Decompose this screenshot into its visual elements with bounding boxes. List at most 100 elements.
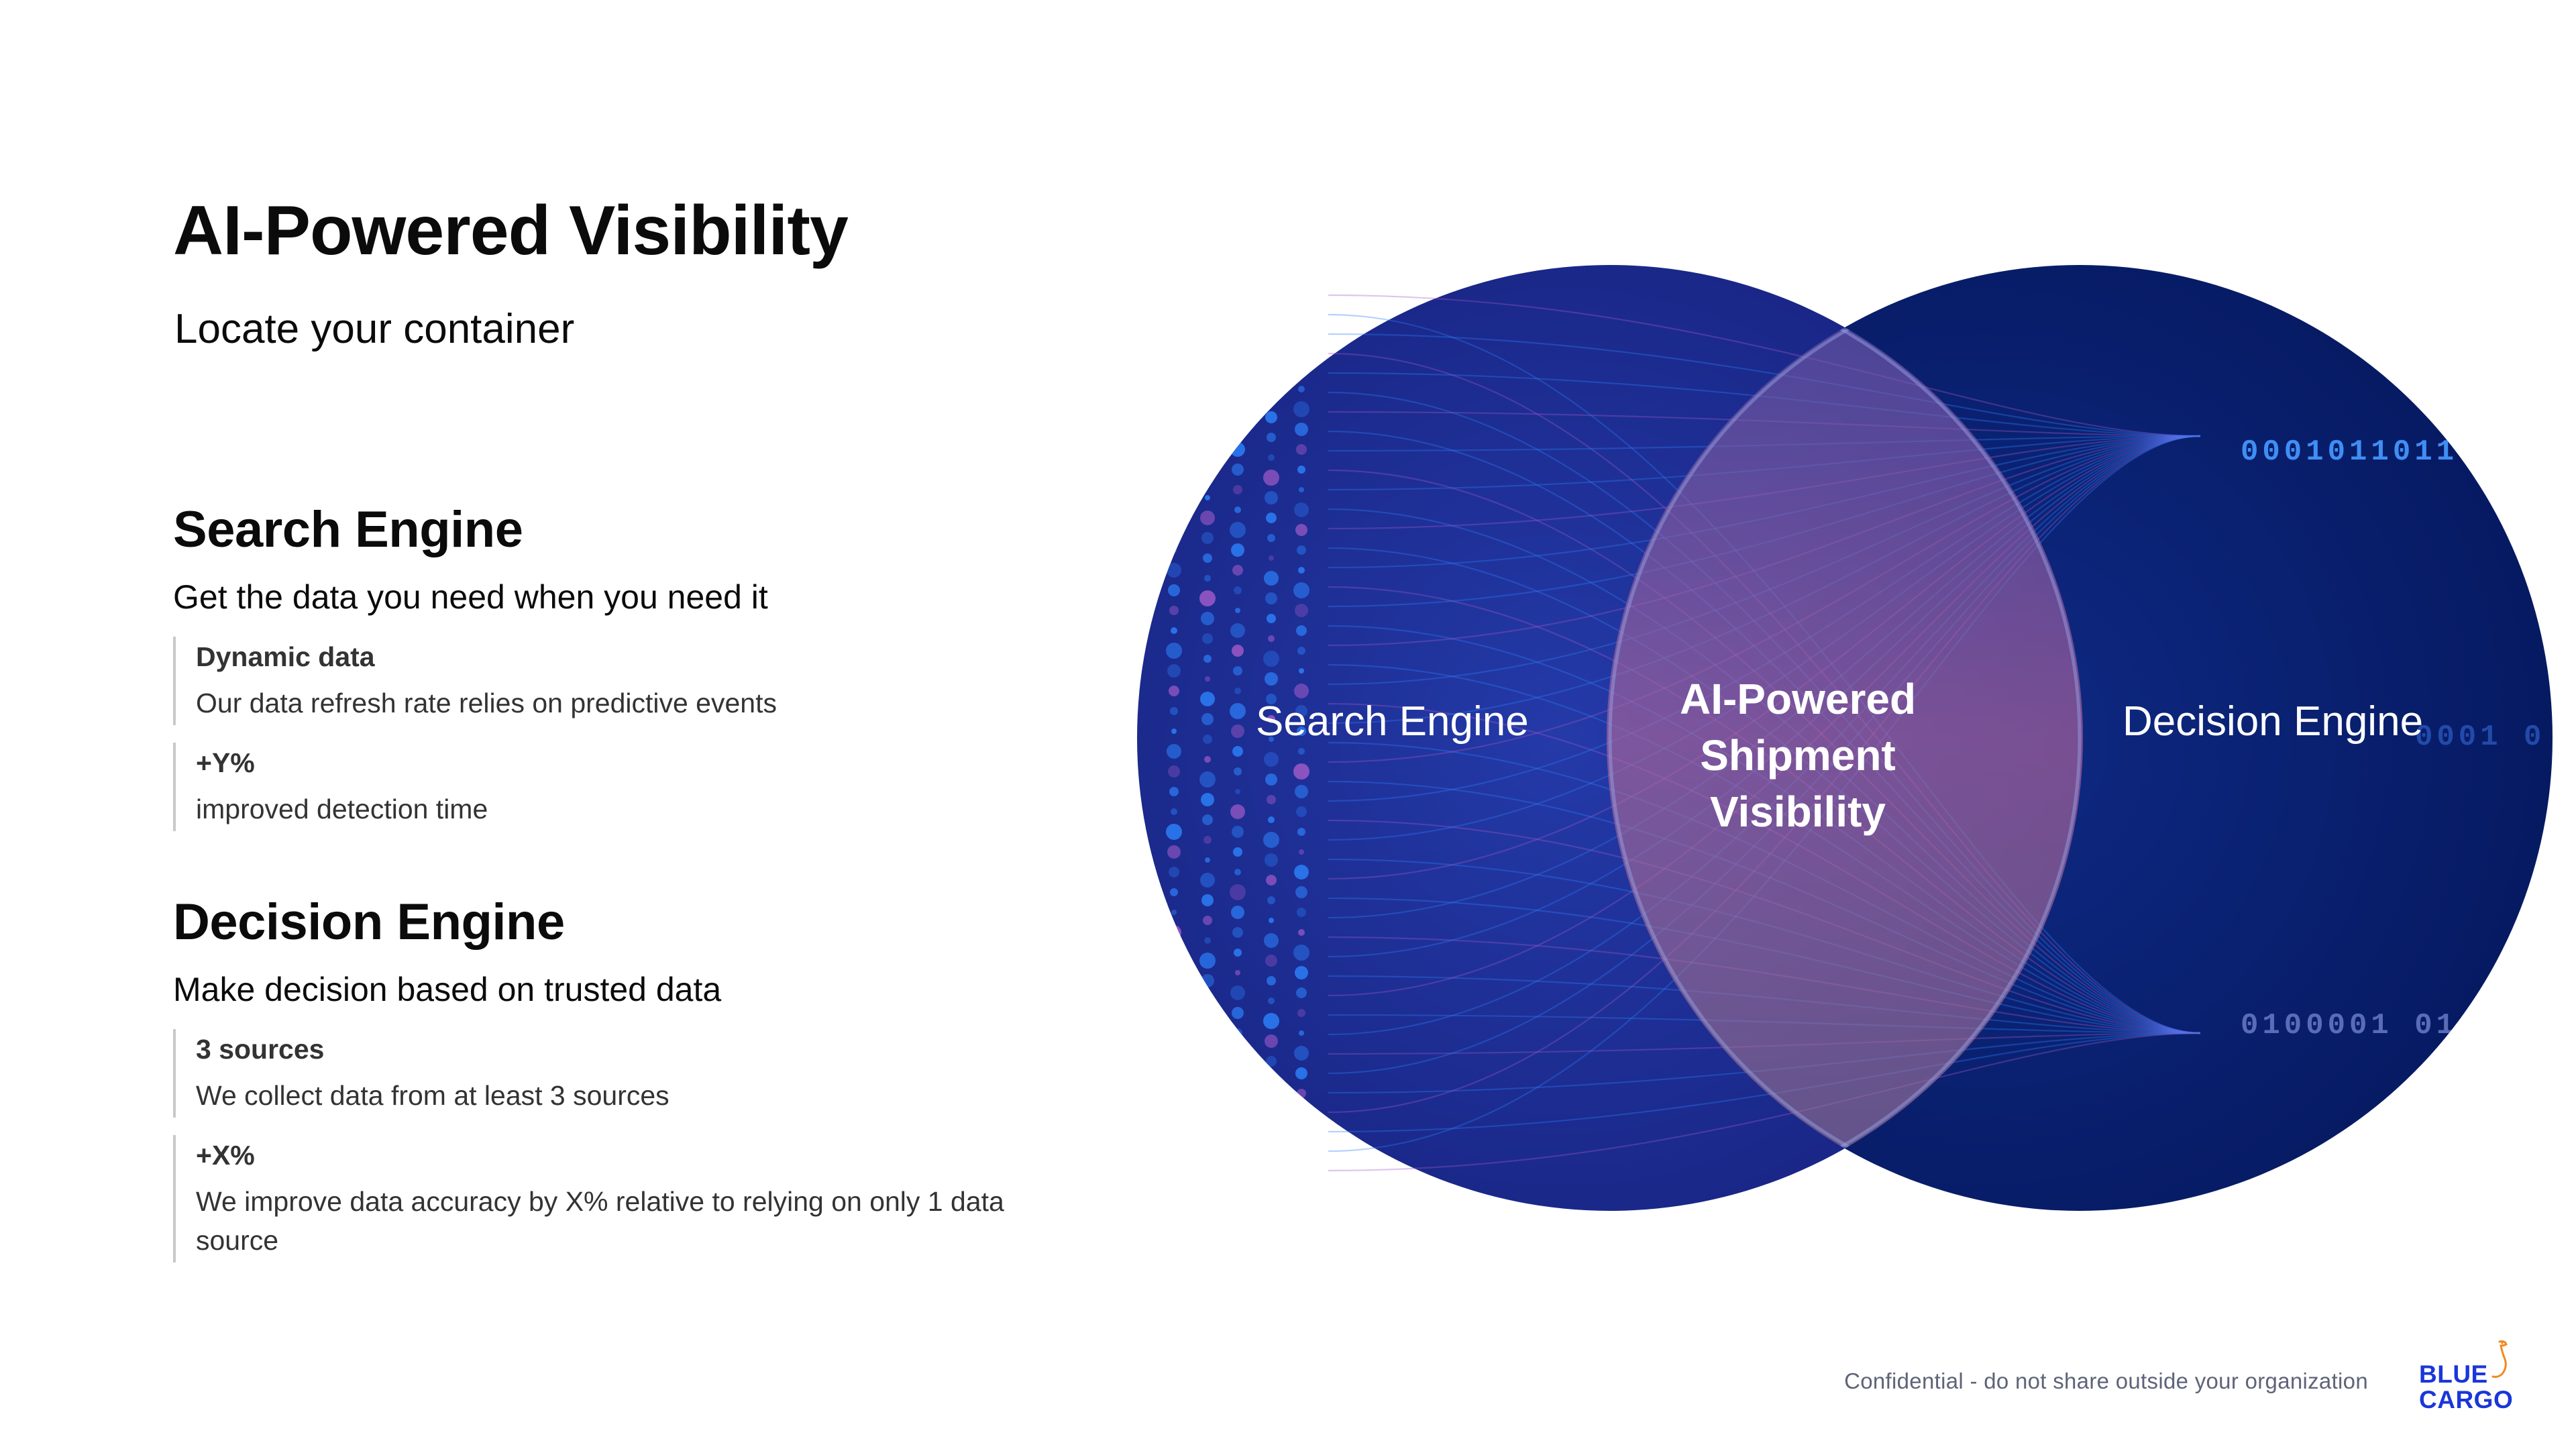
data-dot (1267, 795, 1276, 804)
bluecargo-logo: BLUE CARGO (2419, 1339, 2513, 1419)
data-dot (1268, 454, 1275, 461)
data-dot (1263, 832, 1279, 848)
data-dot (1264, 752, 1279, 767)
data-dot (1171, 446, 1177, 453)
data-dot (1234, 949, 1242, 957)
data-dot (1297, 727, 1306, 736)
data-dot (1203, 655, 1212, 663)
stat-label: 3 sources (196, 1034, 325, 1065)
stat-description: Our data refresh rate relies on predicti… (196, 688, 777, 718)
data-dot (1171, 547, 1177, 553)
data-dot (1294, 684, 1309, 698)
data-dot (1230, 623, 1245, 638)
venn-right-label: Decision Engine (2123, 698, 2424, 745)
data-dot (1205, 857, 1210, 863)
data-dot (1169, 606, 1179, 615)
data-dot (1233, 1028, 1242, 1038)
stat-label: +Y% (196, 747, 255, 778)
section-title: Decision Engine (173, 894, 565, 951)
stat-description: improved detection time (196, 794, 488, 824)
data-dot (1204, 575, 1211, 582)
data-dot (1168, 765, 1180, 777)
data-dot (1263, 651, 1279, 667)
data-dot (1269, 555, 1274, 561)
data-dot (1266, 513, 1277, 523)
data-dot (1167, 925, 1181, 940)
data-dot (1167, 1026, 1181, 1040)
data-dot (1202, 452, 1213, 463)
data-dot (1265, 773, 1277, 786)
data-dot (1205, 495, 1210, 500)
data-dot (1200, 692, 1215, 706)
binary-middle: 0001 0 (2415, 720, 2545, 754)
data-dot (1168, 947, 1180, 959)
data-dot (1171, 910, 1177, 915)
data-dot (1295, 705, 1307, 717)
data-dot (1297, 364, 1306, 374)
data-dot (1205, 676, 1210, 682)
data-dot (1203, 916, 1212, 925)
data-dot (1233, 666, 1242, 676)
data-dot (1265, 411, 1277, 423)
data-dot (1230, 442, 1245, 457)
data-dot (1231, 906, 1244, 919)
venn-left-label: Search Engine (1256, 698, 1529, 745)
data-dot (1263, 470, 1279, 486)
data-dot (1266, 1056, 1277, 1067)
page-title: AI-Powered Visibility (173, 192, 849, 270)
data-dot (1231, 1087, 1244, 1100)
venn-diagram: 0001011011 0 0001 0 0100001 01 000 Searc… (1127, 255, 2556, 1221)
data-dot (1235, 608, 1240, 613)
data-dot (1232, 826, 1244, 838)
data-dot (1234, 506, 1241, 513)
data-dot (1230, 884, 1246, 900)
data-dot (1231, 724, 1244, 738)
data-dot (1203, 735, 1212, 744)
data-dot (1201, 532, 1214, 544)
data-dot (1231, 362, 1244, 376)
search-engine-section: Search Engine Get the data you need when… (173, 493, 1045, 849)
data-dot (1293, 763, 1309, 780)
data-dot (1199, 771, 1216, 788)
data-dot (1268, 816, 1275, 823)
binary-bottom: 0100001 01 000 (2241, 1009, 2545, 1042)
data-dot (1235, 427, 1240, 432)
data-dot (1294, 865, 1309, 879)
data-dot (1298, 567, 1305, 574)
data-dot (1234, 405, 1242, 413)
decision-engine-section: Decision Engine Make decision based on t… (173, 885, 1045, 1280)
data-dot (1294, 502, 1309, 517)
data-dot (1234, 767, 1242, 775)
stat-block: +Y% improved detection time (173, 743, 1045, 831)
data-dot (1230, 804, 1245, 819)
data-dot (1297, 647, 1305, 655)
data-dot (1201, 974, 1214, 987)
data-dot (1200, 1054, 1215, 1069)
data-dot (1203, 553, 1212, 563)
data-dot (1298, 929, 1305, 936)
stat-label: Dynamic data (196, 641, 375, 672)
data-dot (1295, 785, 1308, 798)
data-dot (1166, 462, 1182, 478)
data-dot (1295, 966, 1308, 979)
data-dot (1265, 1034, 1278, 1048)
data-dot (1297, 466, 1305, 474)
data-dot (1171, 808, 1177, 815)
stat-block: Dynamic data Our data refresh rate relie… (173, 637, 1045, 725)
data-dot (1199, 953, 1216, 969)
data-dot (1233, 485, 1242, 494)
data-dot (1166, 1005, 1182, 1021)
venn-center-label: AI-Powered Shipment Visibility (1679, 675, 1917, 836)
data-dot (1169, 1048, 1179, 1059)
data-dot (1298, 748, 1305, 755)
data-dot (1201, 713, 1214, 725)
logo-line-1: BLUE (2419, 1360, 2488, 1388)
data-dot (1269, 374, 1274, 380)
data-dot (1203, 474, 1212, 482)
heron-icon (2491, 1340, 2508, 1378)
data-dot (1204, 937, 1211, 944)
confidential-notice: Confidential - do not share outside your… (1844, 1368, 2368, 1393)
data-dot (1265, 853, 1278, 867)
data-dot (1230, 1065, 1246, 1081)
data-dot (1234, 688, 1241, 694)
